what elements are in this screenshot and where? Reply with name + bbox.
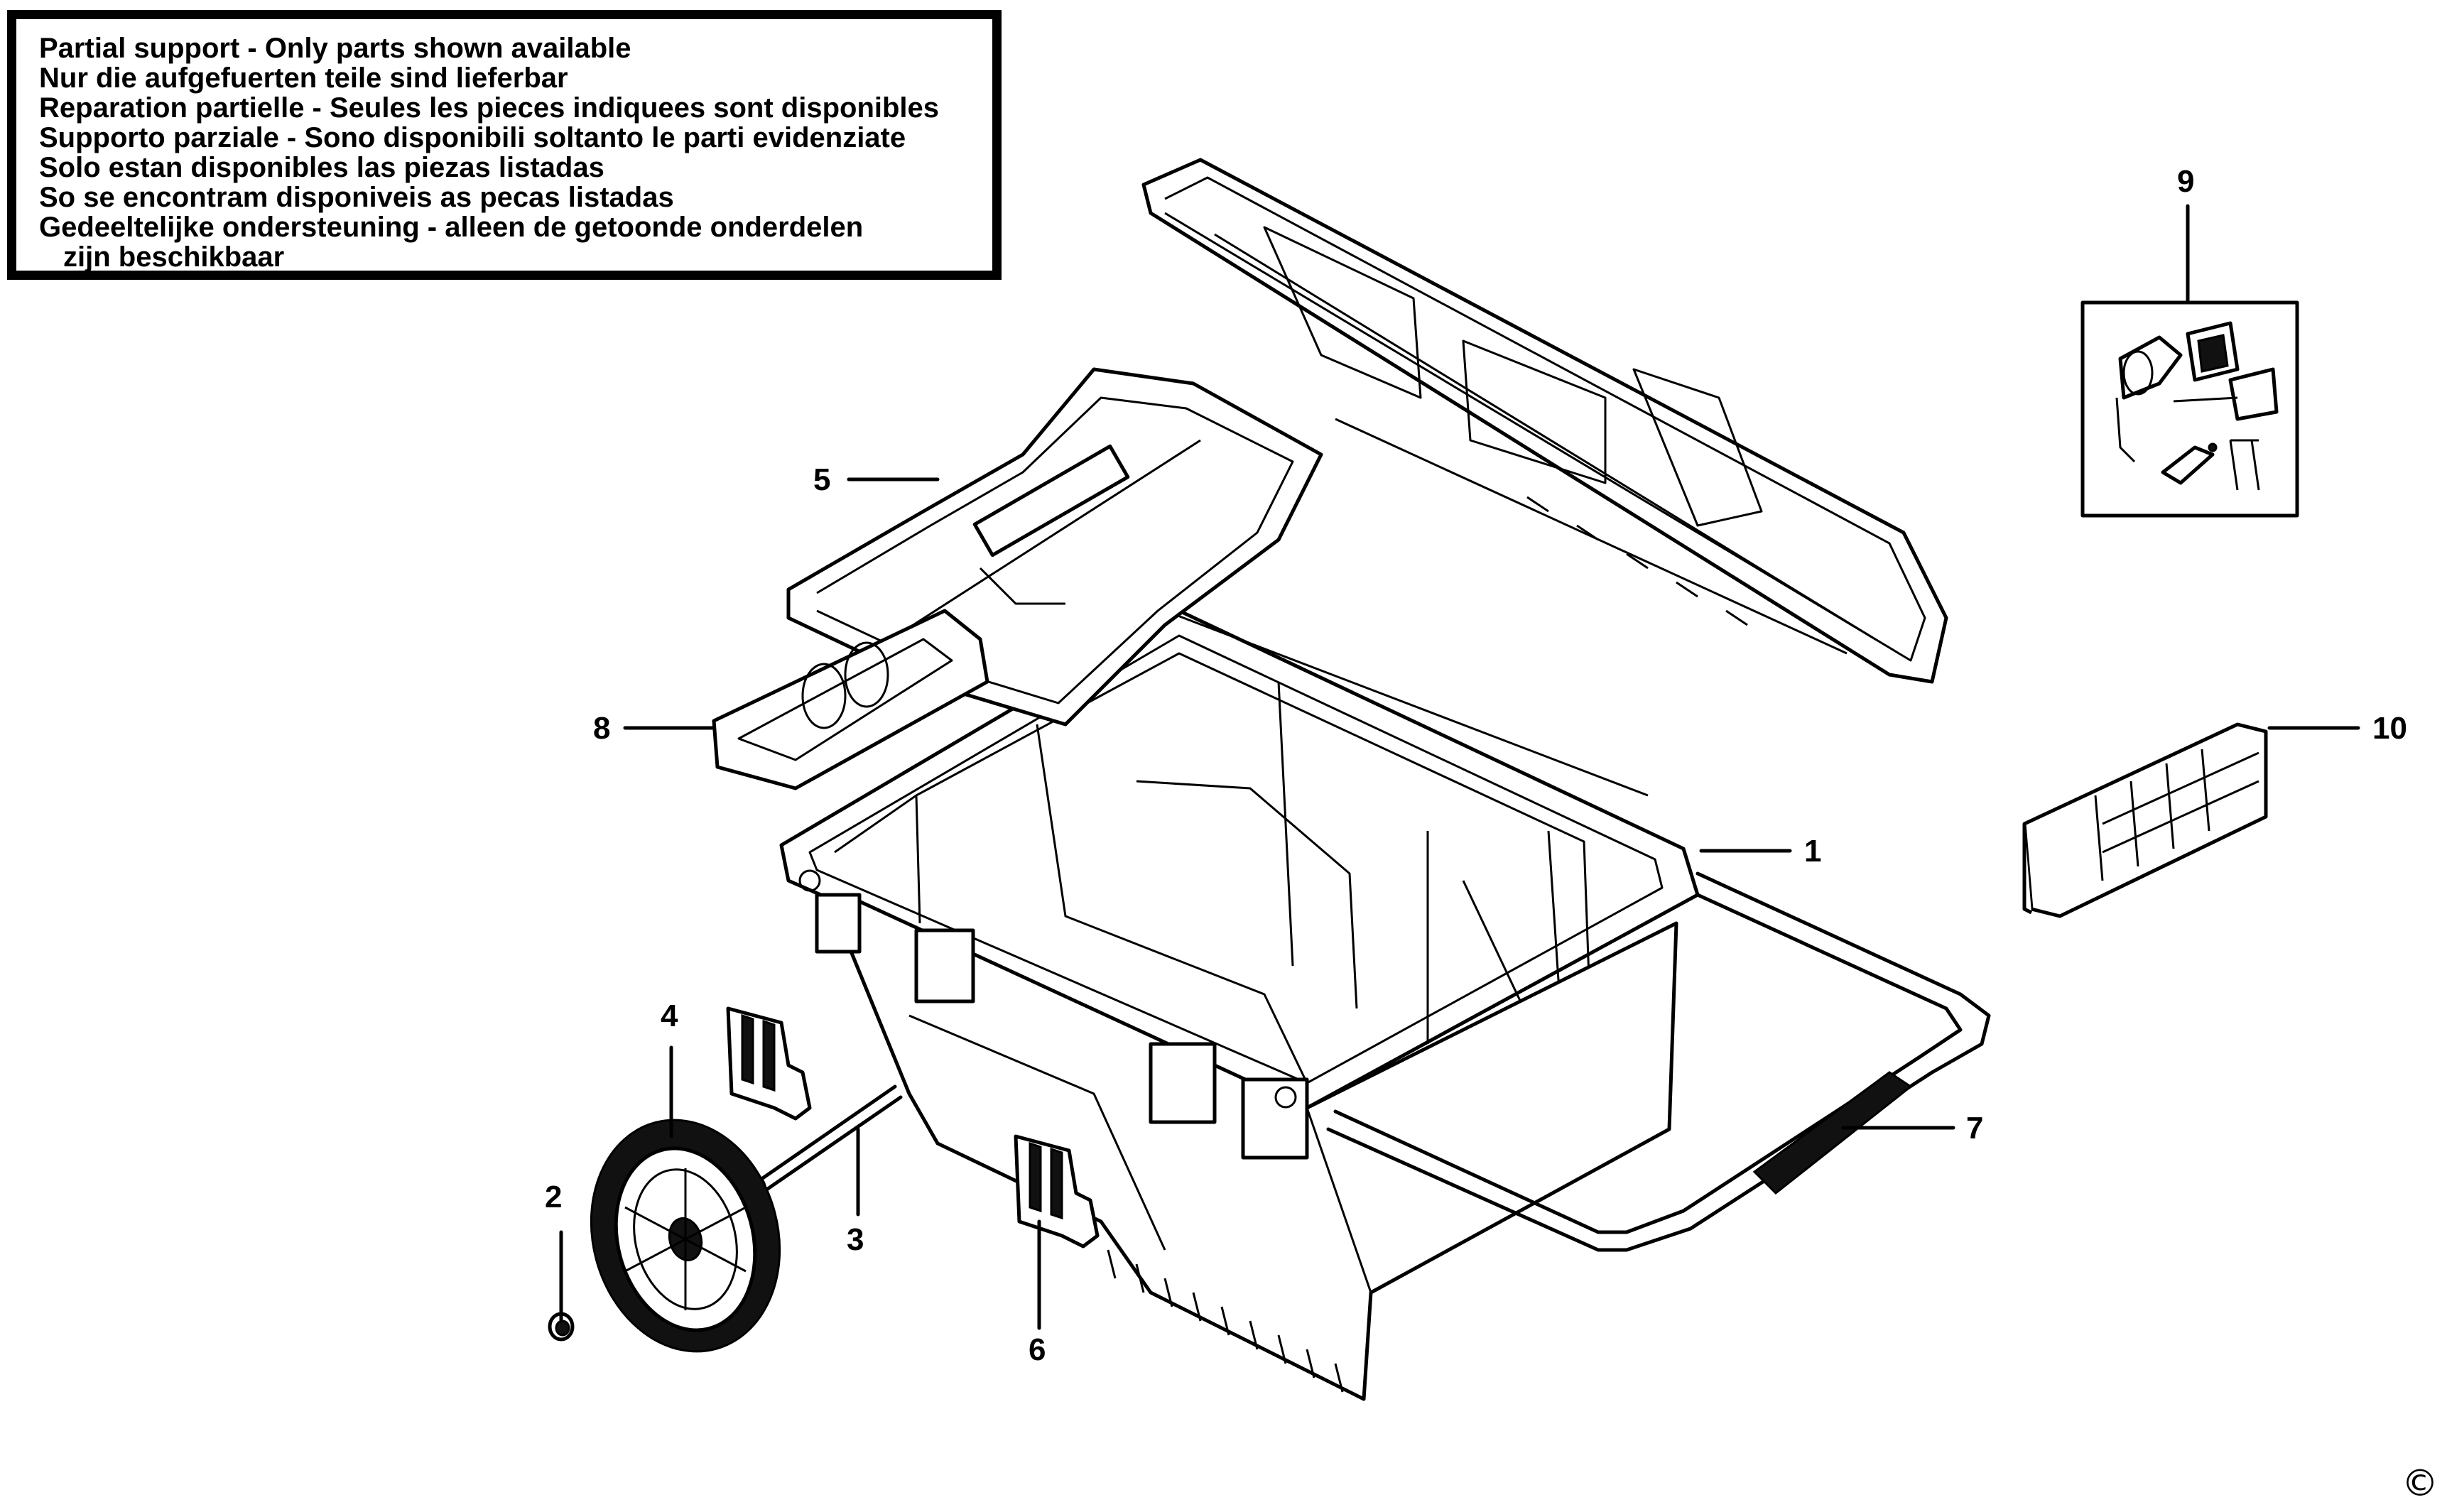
notice-line-en: Partial support - Only parts shown avail… xyxy=(39,33,631,64)
toolbox-body xyxy=(779,609,1700,1401)
callout-8: 8 xyxy=(593,711,610,746)
callout-6: 6 xyxy=(1029,1332,1046,1367)
lock-kit xyxy=(2080,300,2299,518)
callout-numbers: 1 2 3 4 5 6 7 8 9 10 xyxy=(545,164,2407,1367)
leader-lines xyxy=(559,204,2360,1330)
callout-1: 1 xyxy=(1804,834,1821,869)
body-rear-edge xyxy=(1164,609,1649,797)
wheel xyxy=(590,1119,781,1353)
notice-line-fr: Reparation partielle - Seules les pieces… xyxy=(39,92,940,124)
notice-line-nl: Gedeeltelijke ondersteuning - alleen de … xyxy=(39,212,864,243)
rear-handle xyxy=(712,609,989,790)
notice-line-de: Nur die aufgefuerten teile sind lieferba… xyxy=(39,62,568,94)
callout-9: 9 xyxy=(2177,164,2194,199)
notice-lines: Partial support - Only parts shown avail… xyxy=(16,19,992,272)
callout-10: 10 xyxy=(2372,711,2407,746)
notice-line-nl-cont: zijn beschikbaar xyxy=(63,241,285,273)
notice-line-it: Supporto parziale - Sono disponibili sol… xyxy=(39,122,906,153)
organizer-insert xyxy=(2022,722,2268,918)
callout-4: 4 xyxy=(661,999,678,1033)
pull-handle-bar xyxy=(1326,871,1991,1252)
latch-lower xyxy=(1014,1134,1100,1249)
latch-upper xyxy=(726,1006,812,1121)
callout-2: 2 xyxy=(545,1180,562,1214)
copyright-mark: © xyxy=(2402,1462,2438,1505)
callout-5: 5 xyxy=(813,462,830,497)
callout-7: 7 xyxy=(1966,1111,1983,1146)
toolbox-lid xyxy=(1141,158,1948,684)
notice-line-pt: So se encontram disponiveis as pecas lis… xyxy=(39,182,674,213)
notice-line-es: Solo estan disponibles las piezas listad… xyxy=(39,152,604,183)
callout-3: 3 xyxy=(847,1222,864,1257)
partial-support-notice: Partial support - Only parts shown avail… xyxy=(7,10,1002,280)
